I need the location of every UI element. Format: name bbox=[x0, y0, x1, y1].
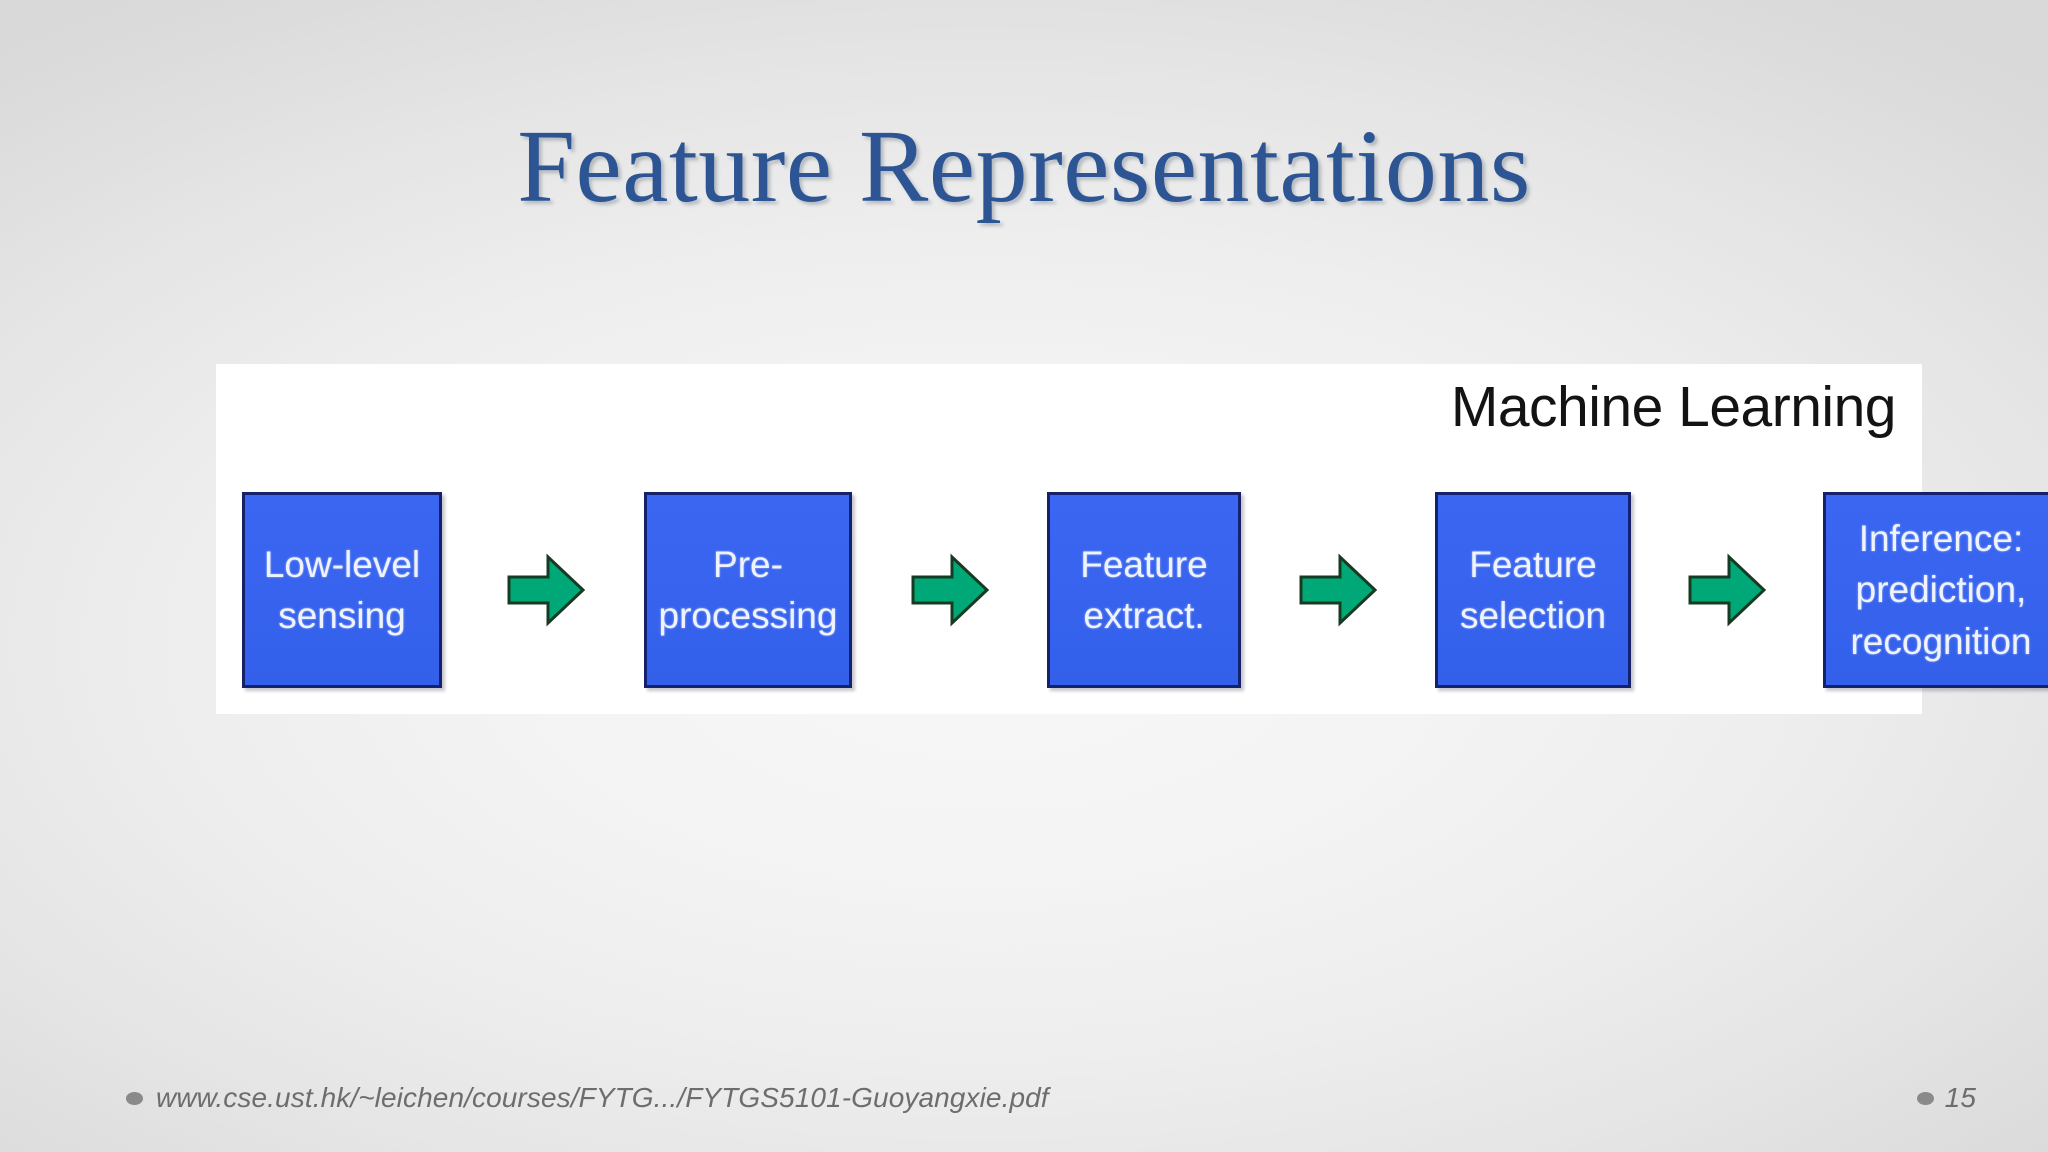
stage-label: Pre- processing bbox=[658, 543, 838, 636]
bullet-icon bbox=[126, 1091, 143, 1105]
stage-label: Feature selection bbox=[1459, 543, 1607, 636]
stage-box-feature-selection[interactable]: Feature selection bbox=[1435, 492, 1631, 688]
page-number: 15 bbox=[1916, 1082, 1976, 1114]
pipeline-flow: Low-level sensing Pre- processing bbox=[242, 490, 2048, 690]
page-number-text: 15 bbox=[1944, 1082, 1976, 1113]
stage-label: Feature extract. bbox=[1080, 543, 1208, 636]
machine-learning-heading: Machine Learning bbox=[1450, 375, 1897, 439]
arrow-right-icon-4 bbox=[1679, 492, 1775, 688]
stage-label: Inference: prediction, recognition bbox=[1850, 518, 2032, 662]
pipeline-diagram-panel: Machine Learning Low-level sensing Pre- … bbox=[216, 364, 2048, 714]
stage-label: Low-level sensing bbox=[263, 543, 421, 636]
arrow-right-icon-2 bbox=[902, 492, 998, 688]
bullet-icon bbox=[1916, 1091, 1934, 1105]
page-title-text: Feature Representations bbox=[517, 109, 1531, 224]
page-title: Feature Representations bbox=[0, 112, 2048, 221]
arrow-right-icon-3 bbox=[1290, 492, 1386, 688]
footer-source-text: www.cse.ust.hk/~leichen/courses/FYTG.../… bbox=[156, 1082, 1049, 1113]
stage-box-pre-processing[interactable]: Pre- processing bbox=[644, 492, 852, 688]
arrow-right-icon-1 bbox=[498, 492, 594, 688]
footer-source: www.cse.ust.hk/~leichen/courses/FYTG.../… bbox=[126, 1082, 1049, 1114]
stage-box-feature-extract[interactable]: Feature extract. bbox=[1047, 492, 1241, 688]
stage-box-inference[interactable]: Inference: prediction, recognition bbox=[1823, 492, 2048, 688]
stage-box-low-level-sensing[interactable]: Low-level sensing bbox=[242, 492, 442, 688]
